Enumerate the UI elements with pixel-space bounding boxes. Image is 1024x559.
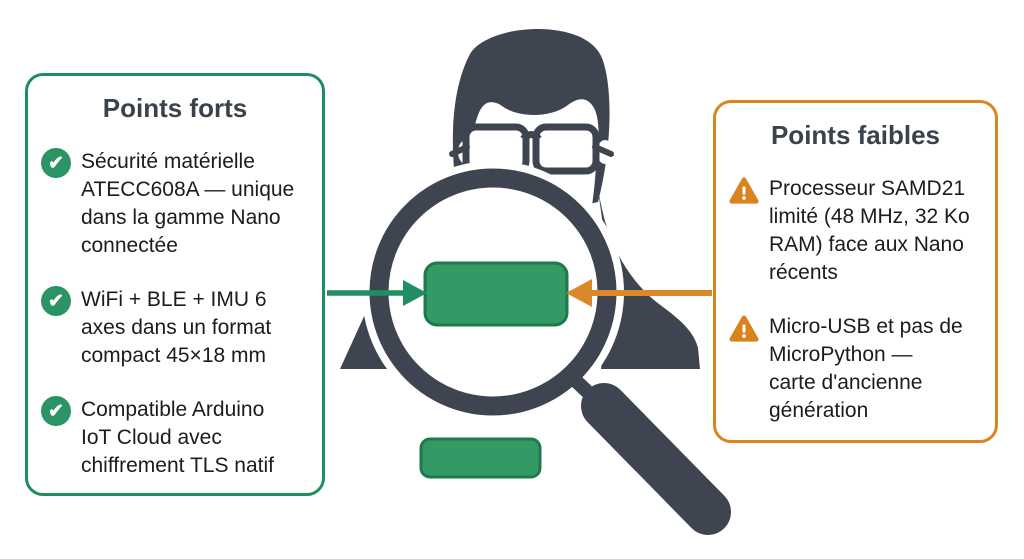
board-highlight (423, 261, 569, 327)
warning-triangle-icon (729, 177, 759, 204)
strength-item: ✔ Sécurité matérielle ATECC608A — unique… (41, 148, 314, 260)
board-edge (419, 437, 542, 479)
strengths-panel: Points forts ✔ Sécurité matérielle ATECC… (25, 73, 325, 496)
check-circle-icon: ✔ (41, 286, 71, 316)
strength-item: ✔ WiFi + BLE + IMU 6 axes dans un format… (41, 286, 314, 370)
strength-text: Sécurité matérielle ATECC608A — unique d… (81, 150, 295, 257)
weakness-text: Processeur SAMD21 limité (48 MHz, 32 Ko … (769, 177, 970, 284)
strength-text: Compatible Arduino IoT Cloud avec chiffr… (81, 398, 274, 477)
strengths-list: ✔ Sécurité matérielle ATECC608A — unique… (28, 148, 322, 480)
check-circle-icon: ✔ (41, 148, 71, 178)
check-circle-icon: ✔ (41, 396, 71, 426)
strengths-arrow (327, 280, 427, 306)
warning-triangle-icon (729, 315, 759, 342)
strengths-title: Points forts (102, 93, 248, 123)
weakness-text: Micro-USB et pas de MicroPython — carte … (769, 315, 963, 422)
weaknesses-arrow (566, 279, 712, 307)
weaknesses-title: Points faibles (770, 120, 941, 150)
weaknesses-panel: Points faibles Processeur SAMD21 limité … (713, 100, 998, 443)
weakness-item: Micro-USB et pas de MicroPython — carte … (729, 313, 987, 425)
weaknesses-list: Processeur SAMD21 limité (48 MHz, 32 Ko … (716, 175, 995, 425)
strength-text: WiFi + BLE + IMU 6 axes dans un format c… (81, 288, 272, 367)
weakness-item: Processeur SAMD21 limité (48 MHz, 32 Ko … (729, 175, 987, 287)
strength-item: ✔ Compatible Arduino IoT Cloud avec chif… (41, 396, 314, 480)
